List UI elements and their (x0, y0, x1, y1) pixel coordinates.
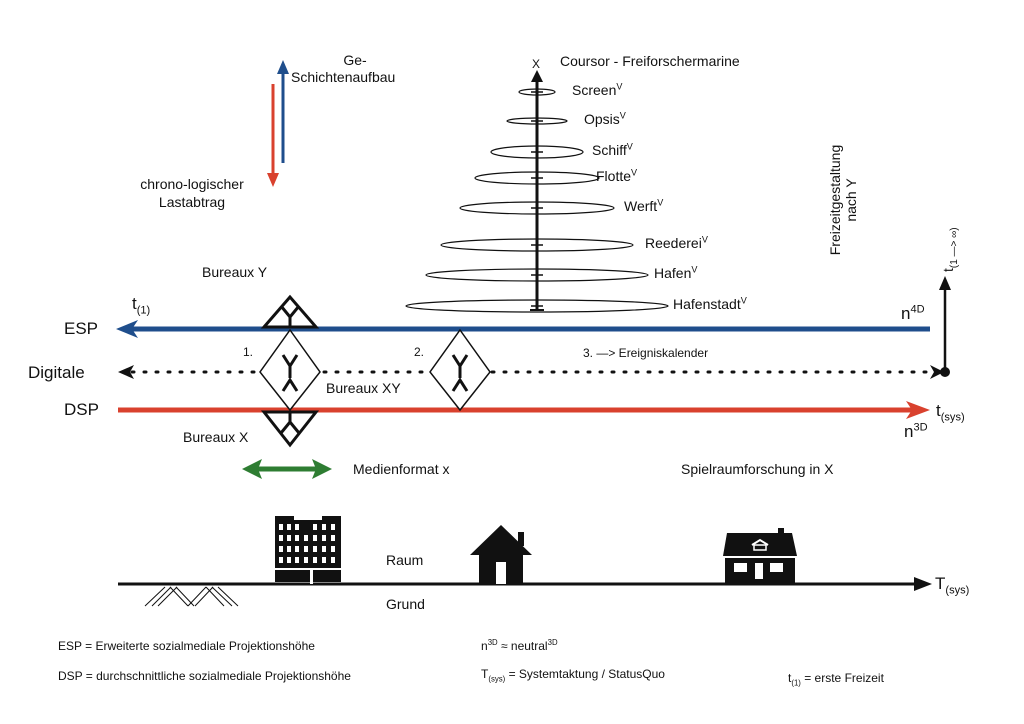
building-window (279, 535, 283, 541)
esp-end-label: n4D (901, 303, 925, 323)
medienformat-double-arrow (242, 459, 332, 479)
esp-start-label: t(1) (132, 294, 151, 317)
bureaux-xy-diamond-2 (429, 328, 491, 412)
building-window (322, 557, 326, 563)
building-window (304, 557, 308, 563)
esp-arrowhead (116, 320, 138, 338)
cone-level-label: SchiffV (592, 141, 633, 158)
dsp-line (118, 401, 930, 419)
cone-level-label: HafenstadtV (673, 295, 747, 312)
cone-level-label: WerftV (624, 197, 664, 214)
t-vertical-axis-label: t(1 —> ∞) (940, 227, 960, 272)
digitale-line (118, 365, 950, 379)
step-1-label: 1. (243, 345, 254, 359)
cone-level-ellipse (425, 268, 649, 282)
building-window (279, 546, 283, 552)
building-window (287, 524, 291, 530)
cone-level-label: FlotteV (596, 167, 638, 184)
building-window (295, 524, 299, 530)
cone-axis-label: X (532, 57, 541, 71)
step-2-label: 2. (414, 345, 425, 359)
medienformat-label: Medienformat x (353, 461, 450, 477)
building-window (322, 524, 326, 530)
grund-label: Grund (386, 596, 425, 612)
bureaux-y-label: Bureaux Y (202, 264, 268, 280)
esp-line (116, 320, 930, 338)
cone-level-ellipse (506, 117, 568, 125)
apartment-building-icon (275, 516, 341, 584)
schichtenaufbau-up-arrow (277, 60, 289, 163)
dsp-n3d-label: n3D (904, 421, 928, 441)
spielraumforschung-label: Spielraumforschung in X (681, 461, 834, 477)
building-window (295, 557, 299, 563)
building-window (322, 535, 326, 541)
building-window (287, 557, 291, 563)
building-window (313, 557, 317, 563)
digitale-right-arrowhead (930, 365, 944, 379)
cone-level-label: OpsisV (584, 110, 626, 127)
cone-level-label: ScreenV (572, 81, 623, 98)
building-window (279, 557, 283, 563)
ereigniskalender-label: 3. —> Ereigniskalender (583, 346, 709, 360)
cone-level-ellipse (474, 171, 600, 185)
schichtenaufbau-label-2: Schichtenaufbau (291, 69, 396, 85)
building-window (331, 524, 335, 530)
detached-house-icon (723, 528, 797, 583)
cone-level-ellipse (459, 201, 615, 215)
building-window (331, 535, 335, 541)
building-window (304, 535, 308, 541)
building-window (331, 546, 335, 552)
lastabtrag-down-arrow (267, 84, 279, 187)
raum-label: Raum (386, 552, 424, 568)
esp-label: ESP (64, 319, 99, 338)
bureaux-x-icon (260, 410, 320, 448)
cone-level-ellipse (440, 238, 634, 252)
dsp-end-label: t(sys) (936, 401, 965, 424)
cone-title: Coursor - Freiforschermarine (560, 53, 740, 69)
bureaux-xy-diamond-1 (259, 328, 321, 412)
soil-hatch-icon (144, 586, 239, 607)
legend-n3d: n3D ≈ neutral3D (481, 638, 558, 653)
cone-axis-arrowhead (531, 70, 543, 82)
legend-t1: t(1) = erste Freizeit (788, 671, 884, 688)
ground-axis-label: T(sys) (935, 574, 970, 597)
house-icon (470, 525, 532, 584)
t-vertical-axis (939, 276, 951, 372)
building-window (279, 524, 283, 530)
building-window (295, 535, 299, 541)
dsp-arrowhead (906, 401, 930, 419)
ground-axis (118, 577, 932, 591)
building-window (313, 524, 317, 530)
schichtenaufbau-label-1: Ge- (343, 52, 367, 68)
building-window (331, 557, 335, 563)
building-window (322, 546, 326, 552)
bureaux-xy-label: Bureaux XY (326, 380, 401, 396)
legend-esp: ESP = Erweiterte sozialmediale Projektio… (58, 639, 315, 653)
building-window (287, 546, 291, 552)
freizeitgestaltung-label: Freizeitgestaltung nach Y (827, 144, 859, 256)
lastabtrag-label-2: Lastabtrag (158, 194, 226, 210)
lastabtrag-label-1: chrono-logischer (140, 176, 244, 192)
building-window (304, 546, 308, 552)
building-window (313, 535, 317, 541)
digitale-left-arrowhead (118, 365, 134, 379)
cone-level-label: ReedereiV (645, 234, 708, 251)
cone-level-label: HafenV (654, 264, 698, 281)
legend-tsys: T(sys) = Systemtaktung / StatusQuo (481, 667, 665, 684)
cone-level-ellipse (518, 88, 556, 96)
digitale-label: Digitale (28, 363, 85, 382)
bureaux-y-icon (260, 294, 320, 329)
legend-dsp: DSP = durchschnittliche sozialmediale Pr… (58, 669, 351, 683)
bureaux-x-label: Bureaux X (183, 429, 249, 445)
cone-diagram (405, 70, 669, 313)
building-window (287, 535, 291, 541)
cone-level-ellipse (405, 299, 669, 313)
cone-level-ellipse (490, 145, 584, 159)
building-window (295, 546, 299, 552)
dsp-label: DSP (64, 400, 99, 419)
building-window (313, 546, 317, 552)
